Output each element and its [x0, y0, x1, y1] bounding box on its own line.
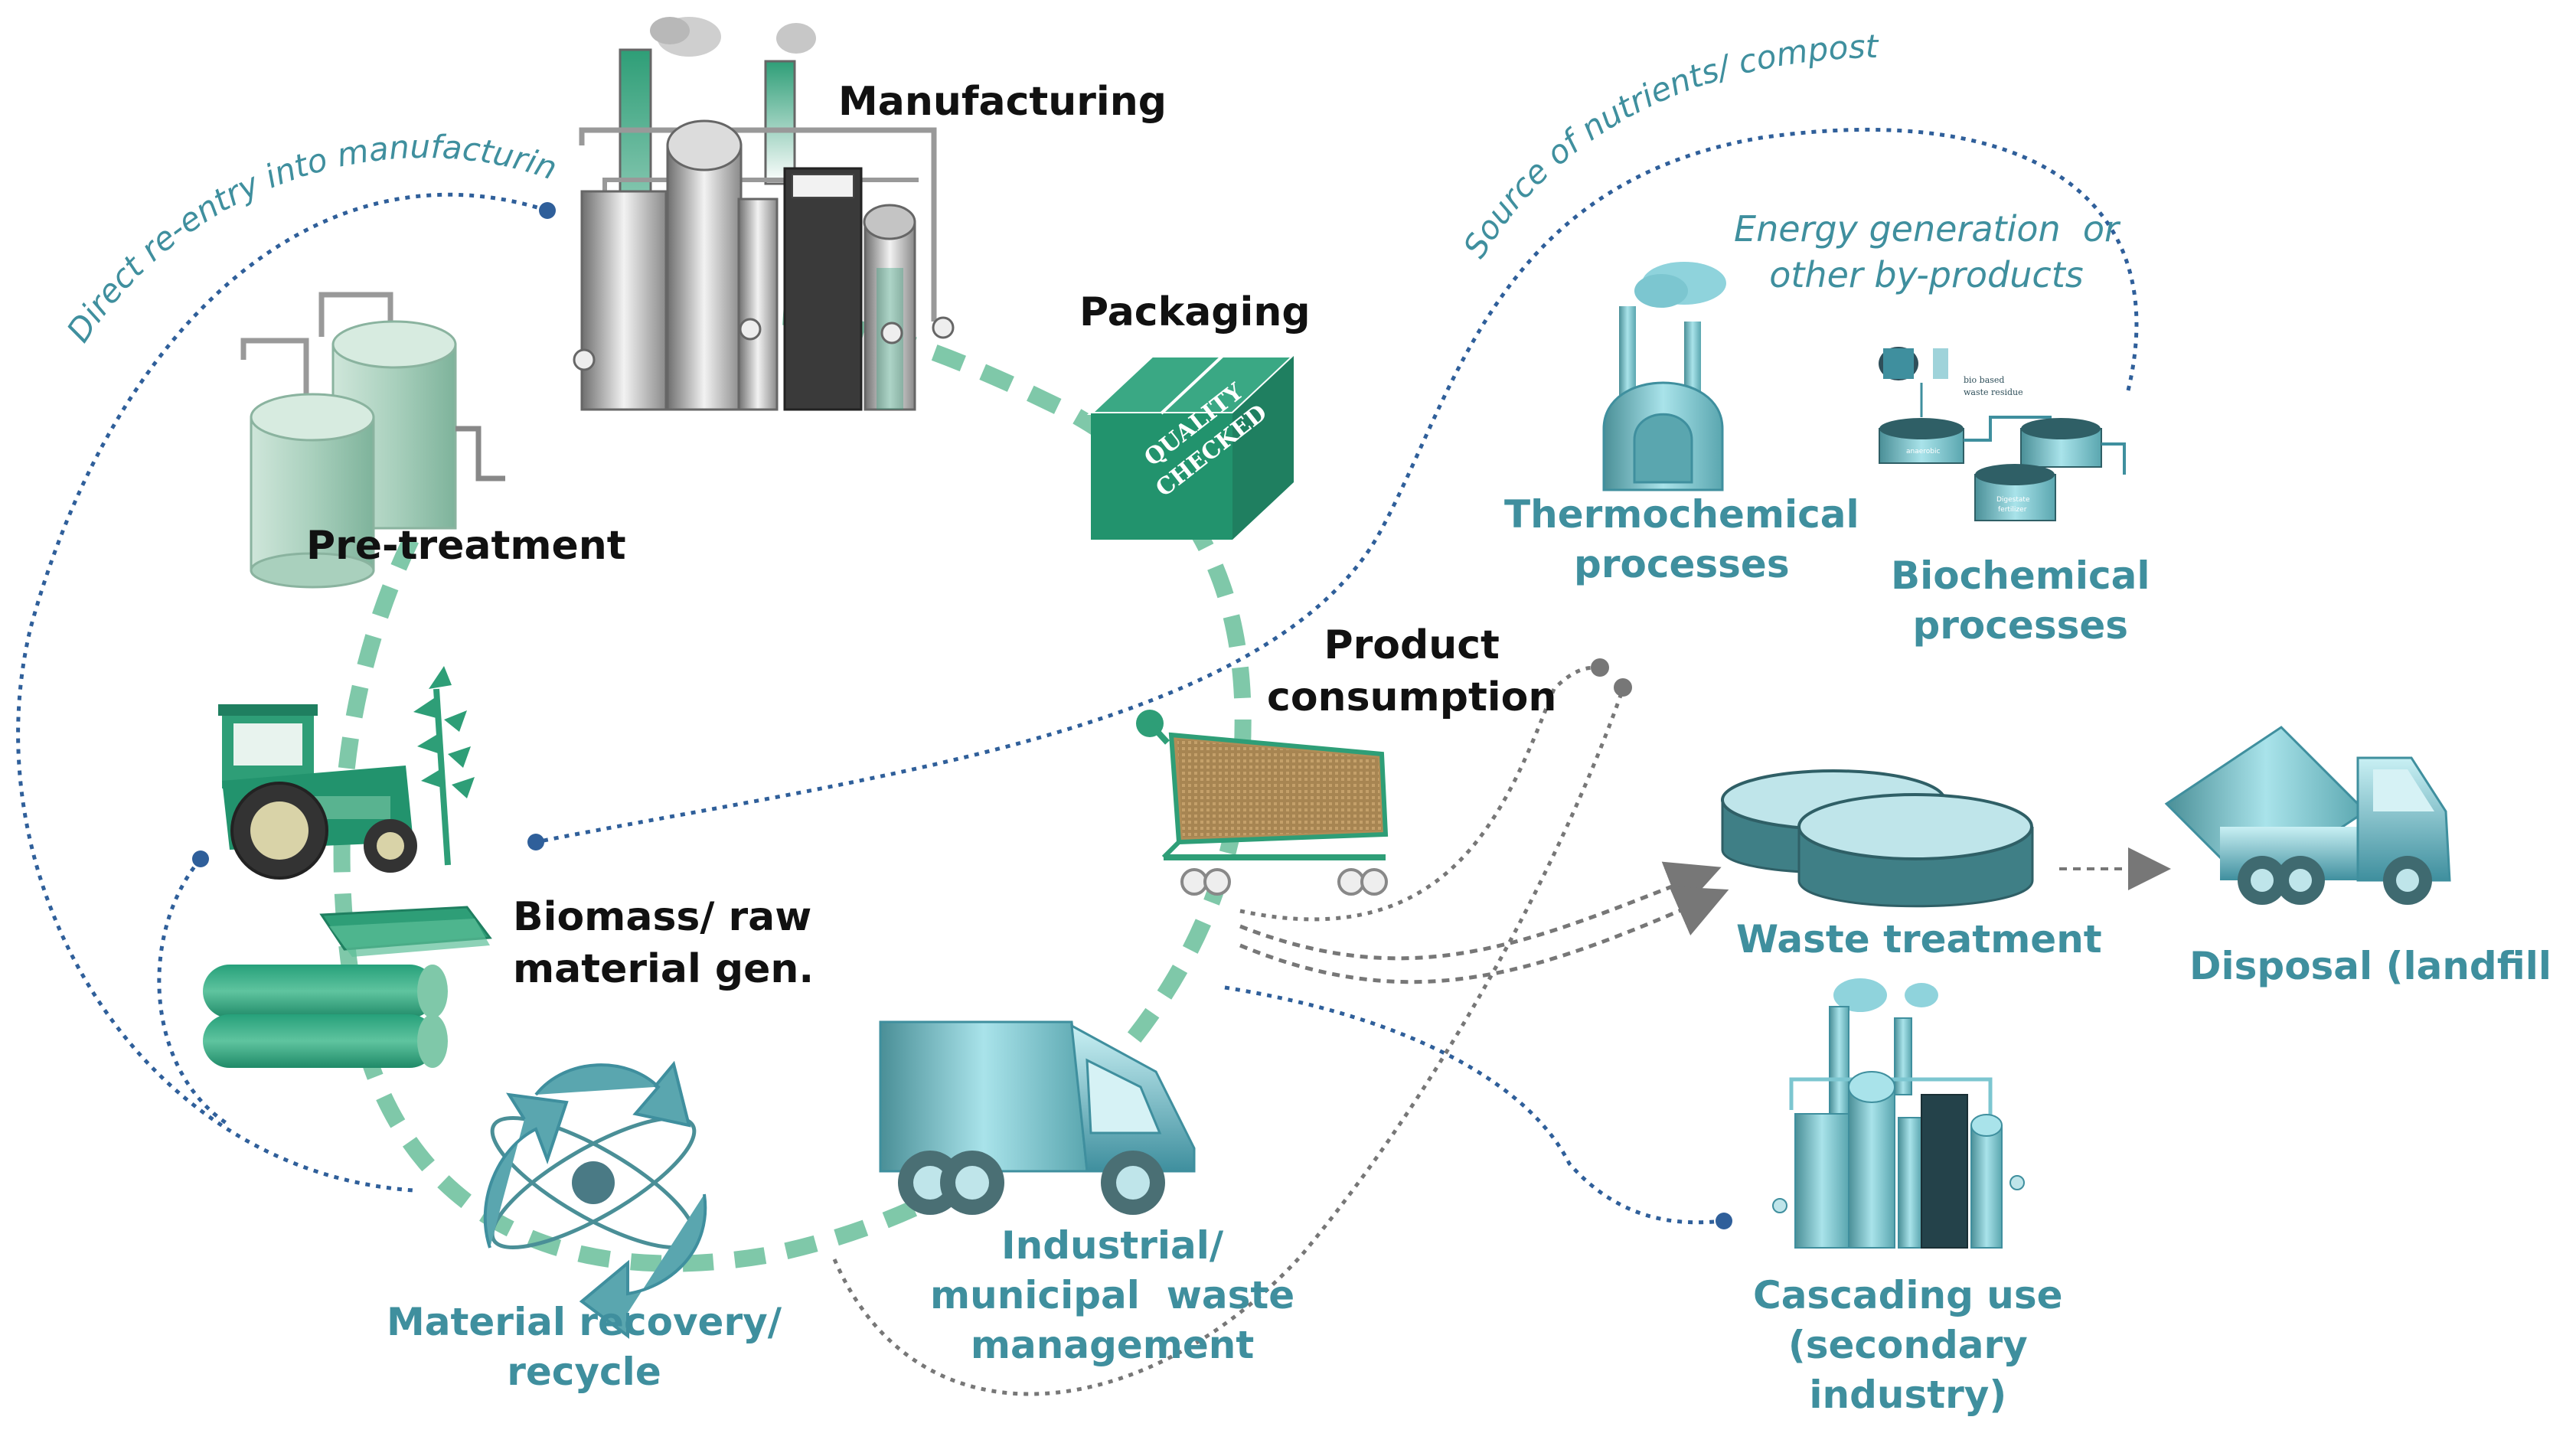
industrial-waste-line-2: municipal waste — [930, 1273, 1295, 1317]
waste-treatment-ponds-icon — [1721, 769, 2034, 908]
green-pipes-icon — [203, 965, 448, 1068]
recycle-icon — [483, 1060, 707, 1339]
industrial-waste-line-1: Industrial/ — [1001, 1223, 1224, 1268]
quality-checked-box-icon: QUALITY CHECKED — [1086, 354, 1298, 540]
source-nutrients-dot — [527, 834, 544, 850]
pretreatment-tanks-icon — [240, 292, 505, 589]
wheat-icon — [413, 666, 475, 866]
pretreatment-label: Pre-treatment — [306, 523, 626, 569]
recycle-to-biomass-line — [157, 857, 231, 1128]
waste-truck-icon — [879, 1020, 1196, 1215]
dump-truck-icon — [2164, 726, 2451, 905]
industrial-waste-line-3: management — [970, 1323, 1255, 1367]
biochemical-line-2: processes — [1912, 603, 2129, 648]
biomass-line-2: material gen. — [513, 945, 815, 992]
fiber-mat-icon — [319, 906, 492, 957]
thermochemical-line-1: Thermochemical — [1504, 492, 1859, 537]
energy-dot-1 — [1591, 658, 1609, 677]
disposal-label: Disposal (landfill) — [2189, 944, 2553, 988]
main-cycle-path — [333, 307, 1252, 1272]
biochemical-plant-icon: bio based waste residue anaerobic Digest… — [1879, 347, 2126, 521]
product-consumption-line-1: Product — [1324, 622, 1500, 668]
biochem-label-bio-based: bio based — [1964, 375, 2004, 385]
material-recovery-label: Material recovery/ recycle — [387, 1298, 782, 1397]
energy-dot-2 — [1614, 678, 1632, 697]
waste-treatment-label: Waste treatment — [1736, 917, 2102, 961]
biomass-label: Biomass/ raw material gen. — [513, 892, 814, 995]
shopping-cart-icon — [1136, 710, 1389, 896]
cascading-line-3: industry) — [1809, 1373, 2007, 1417]
biochemical-label: Biochemical processes — [1891, 551, 2150, 651]
manufacturing-plant-icon — [573, 17, 955, 411]
recycle-dot — [192, 850, 209, 867]
cascading-line-2: (secondary — [1787, 1323, 2028, 1367]
direct-reentry-label: Direct re-entry into manufacturing — [0, 0, 562, 348]
tractor-icon — [218, 704, 417, 880]
cascading-dot — [1716, 1213, 1732, 1229]
waste-mgmt-to-energy-line — [832, 688, 1625, 1396]
consumption-to-waste-arrow-2 — [1239, 886, 1729, 984]
cascading-line — [1224, 985, 1723, 1225]
cascading-line-1: Cascading use — [1753, 1273, 2063, 1317]
consumption-to-energy-line — [1239, 666, 1601, 922]
biochem-label-digestate: Digestate — [1996, 496, 2030, 504]
source-nutrients-line — [535, 127, 2139, 844]
material-recovery-line-1: Material recovery/ — [387, 1300, 782, 1344]
biochemical-line-1: Biochemical — [1891, 553, 2150, 598]
biochem-label-anaerobic: anaerobic — [1906, 448, 1940, 455]
direct-reentry-dot — [539, 202, 556, 219]
thermochemical-label: Thermochemical processes — [1504, 490, 1859, 589]
product-consumption-line-2: consumption — [1267, 674, 1557, 720]
biochem-label-fertilizer: fertilizer — [1998, 506, 2027, 514]
consumption-to-waste-arrow — [1239, 861, 1722, 961]
industrial-waste-label: Industrial/ municipal waste management — [930, 1221, 1294, 1370]
biomass-line-1: Biomass/ raw — [513, 894, 812, 940]
energy-generation-line-2: other by-products — [1769, 253, 2084, 295]
cascading-label: Cascading use (secondary industry) — [1753, 1271, 2063, 1420]
cascading-plant-icon — [1772, 978, 2025, 1249]
thermochemical-furnace-icon — [1602, 262, 1726, 491]
product-consumption-label: Product consumption — [1267, 620, 1556, 723]
energy-generation-line-1: Energy generation or — [1734, 208, 2119, 250]
material-recovery-line-2: recycle — [507, 1350, 661, 1394]
biochem-label-waste-residue: waste residue — [1964, 387, 2023, 397]
packaging-label: Packaging — [1079, 289, 1311, 335]
manufacturing-label: Manufacturing — [838, 79, 1167, 125]
energy-generation-label: Energy generation or other by-products — [1734, 207, 2119, 299]
direct-reentry-line — [16, 192, 548, 1193]
thermochemical-line-2: processes — [1574, 542, 1790, 586]
